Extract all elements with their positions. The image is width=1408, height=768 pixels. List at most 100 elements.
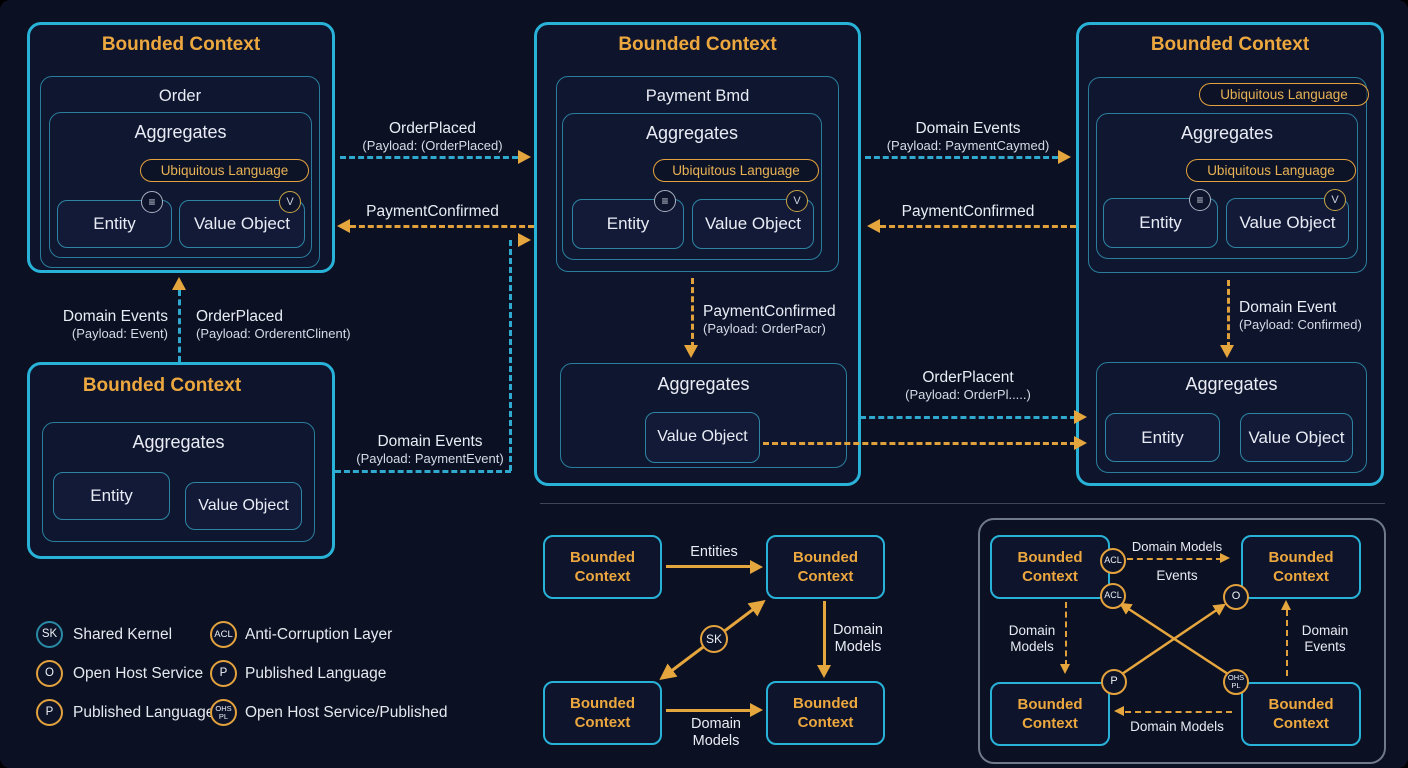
edge-payment-confirmed-down-line — [691, 278, 694, 348]
context-map-container — [978, 518, 1386, 764]
arrowhead-down — [817, 665, 831, 678]
edge-domain-events-payment-hline — [335, 470, 511, 473]
legend-sk-label: Shared Kernel — [73, 625, 173, 643]
payment-aggregates-label: Aggregates — [645, 123, 739, 143]
cm-domain-models-top-line — [1127, 558, 1222, 560]
legend-acl-label: Anti-Corruption Layer — [245, 625, 393, 643]
right-ubiquitous-pill: Ubiquitous Language — [1186, 159, 1356, 182]
bottom-left-value-object: Value Object — [185, 482, 302, 530]
arrowhead-right — [518, 150, 531, 164]
legend-pl2-badge: P — [36, 699, 63, 726]
cm-domain-models-left-line — [1065, 602, 1067, 666]
mini-arrow-domain-models-h — [666, 709, 752, 712]
edge-order-placed-up-title: OrderPlaced — [196, 308, 284, 325]
right-lower-entity: Entity — [1105, 413, 1220, 462]
cm-acl-badge-2: ACL — [1100, 583, 1126, 609]
edge-payment-confirmed-down-title: PaymentConfirmed — [703, 303, 836, 320]
order-aggregates-label: Aggregates — [134, 122, 227, 142]
right-aggregates-label: Aggregates — [1180, 123, 1274, 143]
edge-order-placed-line — [340, 156, 518, 159]
mini-bounded-context-tr: Bounded Context — [766, 535, 885, 599]
edge-domain-events-up-title: Domain Events — [62, 308, 168, 325]
cm-domain-models-left-label: Domain Models — [1008, 623, 1056, 654]
right-lower-value-object: Value Object — [1240, 413, 1353, 462]
edge-payment-confirmed-right-title: PaymentConfirmed — [901, 203, 1035, 220]
payment-ubiquitous-pill: Ubiquitous Language — [653, 159, 819, 182]
section-divider — [540, 503, 1385, 504]
right-value-object: Value Object — [1226, 198, 1349, 248]
arrowhead-left — [1114, 706, 1124, 716]
arrowhead-right — [1058, 150, 1071, 164]
legend-pl-badge: P — [210, 660, 237, 687]
arrowhead-down — [1060, 664, 1070, 674]
cm-domain-models-top-label: Domain Models — [1131, 539, 1223, 554]
value-object-icon: V — [279, 191, 301, 213]
mini-domain-models-right-label: Domain Models — [833, 622, 883, 656]
bottom-left-entity: Entity — [53, 472, 170, 520]
cm-domain-models-bottom-line — [1125, 711, 1232, 713]
edge-domain-events-payment-vline — [509, 240, 512, 471]
value-object-icon: V — [1324, 189, 1346, 211]
entity-icon: ≡ — [141, 191, 163, 213]
payment-lower-value-object: Value Object — [645, 412, 760, 463]
bounded-context-bottom-left-title: Bounded Context — [82, 375, 242, 396]
mini-arrow-domain-models-v — [823, 601, 826, 667]
arrowhead-up — [1281, 600, 1291, 610]
mini-arrow-entities — [666, 565, 752, 568]
arrowhead-right — [1220, 553, 1230, 563]
arrowhead-up — [172, 277, 186, 290]
payment-lower-aggregates-label: Aggregates — [657, 374, 750, 394]
order-label: Order — [158, 87, 202, 105]
arrowhead-down — [684, 345, 698, 358]
cm-domain-events-right-line — [1286, 610, 1288, 676]
bounded-context-payment — [534, 22, 861, 486]
edge-order-placent-title: OrderPlacent — [922, 369, 1014, 386]
cm-cross-arrows — [1118, 602, 1229, 676]
cm-acl-badge-1: ACL — [1100, 548, 1126, 574]
edge-payment-confirmed-left-title: PaymentConfirmed — [366, 203, 499, 220]
right-outer-ubiquitous-pill: Ubiquitous Language — [1199, 83, 1369, 106]
edge-domain-events-up-line — [178, 290, 181, 362]
value-object-icon: V — [786, 190, 808, 212]
edge-domain-event-confirmed-payload: (Payload: Confirmed) — [1239, 317, 1362, 332]
mini-domain-models-bottom-label: Domain Models — [691, 716, 741, 750]
edge-domain-events-right-payload: (Payload: PaymentCaymed) — [886, 138, 1050, 153]
mini-entities-label: Entities — [690, 544, 738, 560]
legend-acl-badge: ACL — [210, 621, 237, 648]
bounded-context-order-title: Bounded Context — [101, 34, 261, 55]
cm-bounded-context-br: Bounded Context — [1241, 682, 1361, 746]
arrowhead-right — [1074, 410, 1087, 424]
bounded-context-right-title: Bounded Context — [1150, 34, 1310, 55]
edge-order-placent-payload: (Payload: OrderPl.....) — [905, 387, 1031, 402]
cm-ohspl-badge: OHS PL — [1223, 669, 1249, 695]
edge-domain-event-confirmed-line — [1227, 280, 1230, 348]
legend-sk-badge: SK — [36, 621, 63, 648]
right-lower-aggregates-label: Aggregates — [1185, 374, 1278, 394]
edge-payment-confirmed-left-line — [350, 225, 534, 228]
order-ubiquitous-pill: Ubiquitous Language — [140, 159, 309, 182]
arrowhead-down — [1220, 345, 1234, 358]
arrowhead-right — [750, 560, 763, 574]
cm-bounded-context-tr: Bounded Context — [1241, 535, 1361, 599]
legend-ohs-badge: O — [36, 660, 63, 687]
cm-o-badge: O — [1223, 584, 1249, 610]
bottom-left-aggregates-label: Aggregates — [132, 432, 225, 452]
mini-bounded-context-tl: Bounded Context — [543, 535, 662, 599]
edge-domain-events-up-payload: (Payload: Event) — [71, 326, 168, 341]
edge-order-placent-cyan-line — [860, 416, 1076, 419]
legend-pl2-label: Published Language — [73, 703, 215, 721]
arrowhead-left — [337, 219, 350, 233]
edge-order-placed-title: OrderPlaced — [388, 120, 476, 137]
payment-label: Payment Bmd — [645, 87, 750, 105]
legend-pl-label: Published Language — [245, 664, 387, 682]
cm-events-label: Events — [1156, 568, 1198, 583]
mini-bounded-context-br: Bounded Context — [766, 681, 885, 745]
edge-payment-confirmed-down-payload: (Payload: OrderPacr) — [703, 321, 826, 336]
edge-order-placed-up-payload: (Payload: OrderentClinent) — [196, 326, 351, 341]
entity-icon: ≡ — [654, 190, 676, 212]
cm-bounded-context-tl: Bounded Context — [990, 535, 1110, 599]
edge-domain-events-right-title: Domain Events — [915, 120, 1021, 137]
arrowhead-left — [867, 219, 880, 233]
arrowhead-right — [518, 233, 531, 247]
edge-value-object-orange-line — [763, 442, 1076, 445]
